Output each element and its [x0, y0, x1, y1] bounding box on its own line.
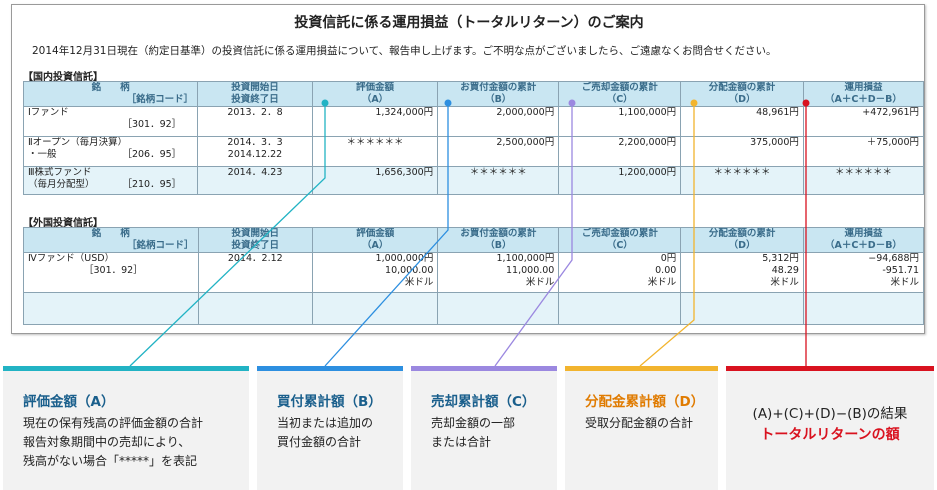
col-header-profit-loss: 運用損益（A＋C＋D－B） — [802, 81, 925, 107]
table-header-row: 銘 柄［銘柄コード］ 投資開始日投資終了日 評価金額（A） お買付金額の累計（B… — [22, 81, 925, 107]
report-intro: 2014年12月31日現在（約定日基準）の投資信託に係る運用損益について、報告申… — [32, 45, 777, 57]
col-header-distribution: 分配金額の累計（D） — [680, 81, 804, 107]
explain-box-total-return: (A)+(C)+(D)−(B)の結果 トータルリターンの額 — [726, 366, 934, 490]
col-header-valuation: 評価金額（A） — [311, 81, 439, 107]
callout-dot-total — [802, 99, 810, 107]
domestic-fund-table: 銘 柄［銘柄コード］ 投資開始日投資終了日 評価金額（A） お買付金額の累計（B… — [22, 81, 925, 195]
callout-dot-d — [690, 99, 698, 107]
callout-line-c — [494, 103, 573, 367]
callout-line-d — [639, 103, 695, 367]
explain-box-purchase: 買付累計額（B） 当初または追加の買付金額の合計 — [257, 366, 403, 490]
callout-line-b — [324, 103, 449, 367]
table-row — [23, 292, 925, 325]
explain-box-valuation: 評価金額（A） 現在の保有残高の評価金額の合計報告対象期間中の売却により、残高が… — [3, 366, 249, 490]
callout-dot-c — [568, 99, 576, 107]
col-header-fund: 銘 柄［銘柄コード］ — [22, 81, 199, 107]
explain-box-distribution: 分配金累計額（D） 受取分配金額の合計 — [565, 366, 718, 490]
callout-line-a — [129, 103, 326, 367]
domestic-section-label: 【国内投資信託】 — [23, 72, 103, 83]
explain-box-sale: 売却累計額（C） 売却金額の一部または合計 — [411, 366, 557, 490]
total-return-label: トータルリターンの額 — [760, 427, 900, 443]
col-header-purchase: お買付金額の累計（B） — [437, 81, 560, 107]
col-header-dates: 投資開始日投資終了日 — [197, 81, 313, 107]
callout-dot-a — [321, 99, 329, 107]
report-title: 投資信託に係る運用損益（トータルリターン）のご案内 — [294, 15, 644, 31]
foreign-fund-table: 銘 柄［銘柄コード］ 投資開始日投資終了日 評価金額（A） お買付金額の累計（B… — [23, 227, 925, 325]
col-header-sale: ご売却金額の累計（C） — [558, 81, 682, 107]
callout-dot-b — [444, 99, 452, 107]
foreign-section-label: 【外国投資信託】 — [23, 218, 103, 229]
table-row: Ⅲ株式ファンド（毎月分配型）［210．95］ 2014．4.23 1,656,3… — [22, 166, 925, 195]
report-document: 投資信託に係る運用損益（トータルリターン）のご案内 2014年12月31日現在（… — [11, 4, 925, 334]
